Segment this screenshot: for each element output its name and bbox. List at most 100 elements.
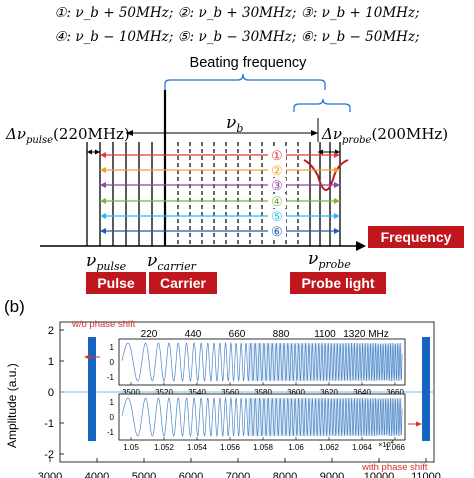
waveform-trace bbox=[121, 341, 403, 383]
inset-x-tick-label: 1.056 bbox=[220, 443, 241, 452]
pulse-width-arrowhead-right bbox=[95, 149, 100, 155]
beat-arrow-5-label: ⑤ bbox=[271, 210, 283, 225]
beat-arrow-1-head-right bbox=[334, 152, 340, 158]
wo-phase-shift-label: w/o phase shift bbox=[71, 319, 136, 330]
beat-arrow-1-label-bg bbox=[268, 148, 286, 162]
inset-x-tick-label: 1.064 bbox=[352, 443, 373, 452]
with-phase-shift-label: with phase shift bbox=[361, 462, 428, 473]
delta-nu-probe-label: Δνprobe(200MHz) bbox=[321, 125, 448, 146]
main-y-ticks: 210-1-2 bbox=[44, 325, 64, 461]
beat-arrow-1-head-left bbox=[100, 152, 106, 158]
frequency-tick-label: 440 bbox=[185, 329, 202, 340]
nu-b-arrowhead-right bbox=[311, 130, 318, 136]
beat-arrow-4-head-right bbox=[334, 198, 340, 204]
beat-arrow-2-label: ② bbox=[271, 164, 283, 179]
formula-line-2: ④: ν_b − 10MHz; ⑤: ν_b − 30MHz; ⑥: ν_b −… bbox=[54, 29, 419, 45]
inset-y-tick-label: 0 bbox=[110, 358, 115, 367]
beating-bracket bbox=[164, 73, 326, 90]
frequency-tick-label: 1320 MHz bbox=[343, 329, 389, 340]
inset-x-tick-label: 3500 bbox=[122, 388, 140, 397]
nu-pulse-label: νpulse bbox=[86, 251, 127, 273]
beat-arrow-6-head-right bbox=[334, 228, 340, 234]
inset-x-tick-label: 3580 bbox=[254, 388, 272, 397]
main-x-tick-label: 6000 bbox=[179, 471, 203, 478]
beat-arrow-2-head-right bbox=[334, 167, 340, 173]
inset-y-tick-label: 1 bbox=[110, 343, 115, 352]
inset-x-tick-label: 1.052 bbox=[154, 443, 175, 452]
pulse-box: Pulse bbox=[86, 272, 146, 294]
main-y-tick-label: -2 bbox=[44, 449, 54, 461]
frequency-box: Frequency bbox=[368, 226, 464, 248]
inset-x-tick-label: 3600 bbox=[287, 388, 305, 397]
inset-1-y-ticks: 1 0 -1 bbox=[107, 343, 115, 382]
inset-x-tick-label: 1.054 bbox=[187, 443, 208, 452]
probe-light-box: Probe light bbox=[290, 272, 386, 294]
beat-arrow-5-head-right bbox=[334, 213, 340, 219]
svg-text:Carrier: Carrier bbox=[160, 275, 206, 291]
frequency-tick-label: 660 bbox=[229, 329, 246, 340]
main-x-tick-label: 5000 bbox=[132, 471, 156, 478]
main-x-tick-label: 11000 bbox=[411, 471, 441, 478]
beat-arrow-2-label-bg bbox=[268, 163, 286, 177]
main-x-tick-label: 9000 bbox=[320, 471, 344, 478]
nu-carrier-label: νcarrier bbox=[147, 251, 197, 273]
main-y-tick-label: 2 bbox=[48, 325, 54, 337]
main-y-tick-label: 1 bbox=[48, 356, 54, 368]
inset-x-tick-label: 3640 bbox=[353, 388, 371, 397]
beat-arrow-6-label-bg bbox=[268, 224, 286, 238]
main-y-tick-label: 0 bbox=[48, 387, 54, 399]
beat-arrow-5-label-bg bbox=[268, 209, 286, 223]
main-x-tick-label: 7000 bbox=[226, 471, 250, 478]
inset-x-tick-label: 3540 bbox=[188, 388, 206, 397]
beating-frequency-label: Beating frequency bbox=[190, 55, 308, 71]
inset-x-tick-label: 1.058 bbox=[253, 443, 274, 452]
inset-y-tick-label: -1 bbox=[107, 373, 115, 382]
beat-arrow-3-label-bg bbox=[268, 178, 286, 192]
inset-x-tick-label: 1.05 bbox=[123, 443, 139, 452]
main-x-tick-label: 4000 bbox=[85, 471, 109, 478]
waveform-dense-region bbox=[248, 398, 402, 436]
inset-2-waveform bbox=[121, 396, 403, 438]
inset-y-tick-label: -1 bbox=[107, 428, 115, 437]
frequency-tick-labels: 220 440 660 880 1100 1320 MHz bbox=[141, 329, 389, 340]
svg-text:Pulse: Pulse bbox=[97, 275, 135, 291]
beat-arrow-4-head-left bbox=[100, 198, 106, 204]
pulse-width-arrowhead-left bbox=[87, 149, 92, 155]
nu-probe-label: νprobe bbox=[308, 249, 351, 271]
svg-text:Probe light: Probe light bbox=[301, 275, 374, 291]
beat-arrow-3-head-left bbox=[100, 182, 106, 188]
beat-arrow-2-head-left bbox=[100, 167, 106, 173]
amplitude-ylabel: Amplitude (a.u.) bbox=[5, 363, 19, 448]
beat-arrow-4-label: ④ bbox=[271, 195, 283, 210]
frequency-tick-label: 880 bbox=[273, 329, 290, 340]
beat-arrow-5-head-left bbox=[100, 213, 106, 219]
main-x-tick-label: 8000 bbox=[273, 471, 297, 478]
svg-text:Frequency: Frequency bbox=[381, 229, 452, 245]
inset-x-tick-label: 1.066 bbox=[385, 443, 406, 452]
carrier-box: Carrier bbox=[149, 272, 217, 294]
inset-y-tick-label: 1 bbox=[110, 398, 115, 407]
nu-b-label: νb bbox=[226, 113, 243, 135]
beat-arrow-6-label: ⑥ bbox=[271, 225, 283, 240]
inset-1-waveform bbox=[121, 341, 403, 383]
inset-x-tick-label: 3560 bbox=[221, 388, 239, 397]
waveform-dense-region bbox=[248, 343, 402, 381]
probe-bracket bbox=[293, 98, 351, 112]
main-x-tick-label: 3000 bbox=[38, 471, 62, 478]
frequency-axis-arrowhead bbox=[356, 241, 366, 251]
right-bar bbox=[422, 337, 430, 441]
frequency-tick-label: 1100 bbox=[314, 329, 336, 340]
inset-x-tick-label: 1.06 bbox=[288, 443, 304, 452]
nu-b-arrowhead-left bbox=[126, 130, 133, 136]
frequency-tick-label: 220 bbox=[141, 329, 158, 340]
panel-b-label: (b) bbox=[4, 297, 25, 316]
inset-2-exponent: ×104 bbox=[378, 440, 394, 449]
beat-arrow-4-label-bg bbox=[268, 194, 286, 208]
inset-2-y-ticks: 10-1 bbox=[107, 398, 115, 437]
beat-arrow-1-label: ① bbox=[271, 149, 283, 164]
left-red-arrowhead bbox=[84, 354, 90, 360]
